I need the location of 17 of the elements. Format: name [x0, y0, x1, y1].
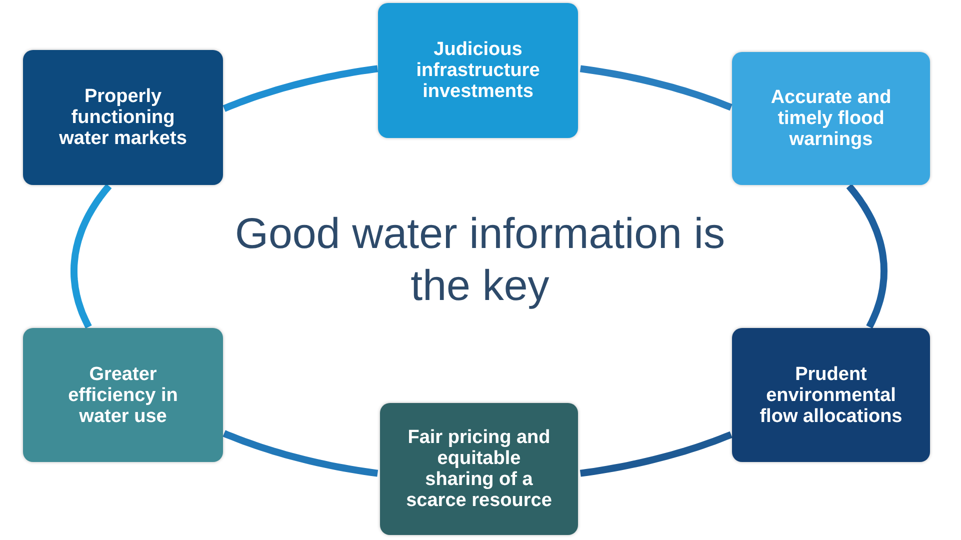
topic-box	[380, 403, 578, 535]
ring-connector	[222, 430, 378, 477]
topic-box	[23, 50, 223, 185]
topic-text: Accurate and timely flood warnings	[770, 87, 892, 150]
ring-connector	[846, 184, 888, 329]
ring-connector	[70, 184, 112, 328]
topic-text: Fair pricing and equitable sharing of a scarce resource	[405, 427, 553, 511]
topic-text: Judicious infrastructure investments	[415, 39, 541, 102]
topic-box	[732, 328, 930, 462]
center-heading: Good water information is the key	[234, 209, 726, 312]
topic-box	[23, 328, 223, 462]
ring-connector	[222, 65, 378, 112]
topic-text: Properly functioning water markets	[58, 86, 188, 149]
topic-box	[378, 3, 578, 138]
topic-box	[732, 52, 930, 185]
topic-text: Greater efficiency in water use	[67, 364, 179, 426]
topic-text: Prudent environmental flow allocations	[758, 364, 904, 426]
